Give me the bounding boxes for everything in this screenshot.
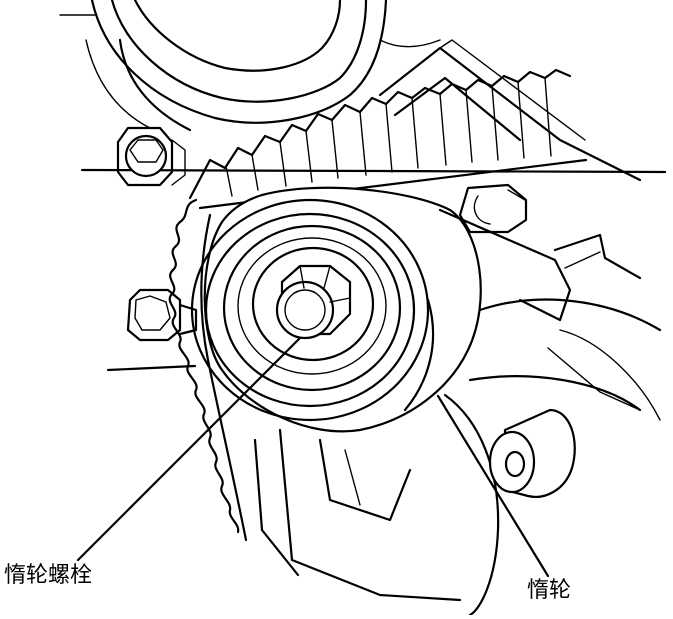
mounting-bolt-icon <box>116 126 186 187</box>
cam-sprocket-icon <box>59 0 441 129</box>
idler-bolt-leader <box>76 336 302 562</box>
idler-pulley-label: 惰轮 <box>527 578 572 603</box>
idler-bolt-label: 惰轮螺栓 <box>4 563 93 588</box>
spacer-icon <box>488 408 576 498</box>
idler-bolt-icon <box>275 264 352 340</box>
idler-pulley-leader <box>436 394 550 578</box>
engine-housing-icon <box>118 38 462 602</box>
engine-bracket-icon <box>438 208 662 617</box>
mounting-bolt-icon <box>126 288 198 342</box>
mounting-bolt-icon <box>458 183 528 234</box>
